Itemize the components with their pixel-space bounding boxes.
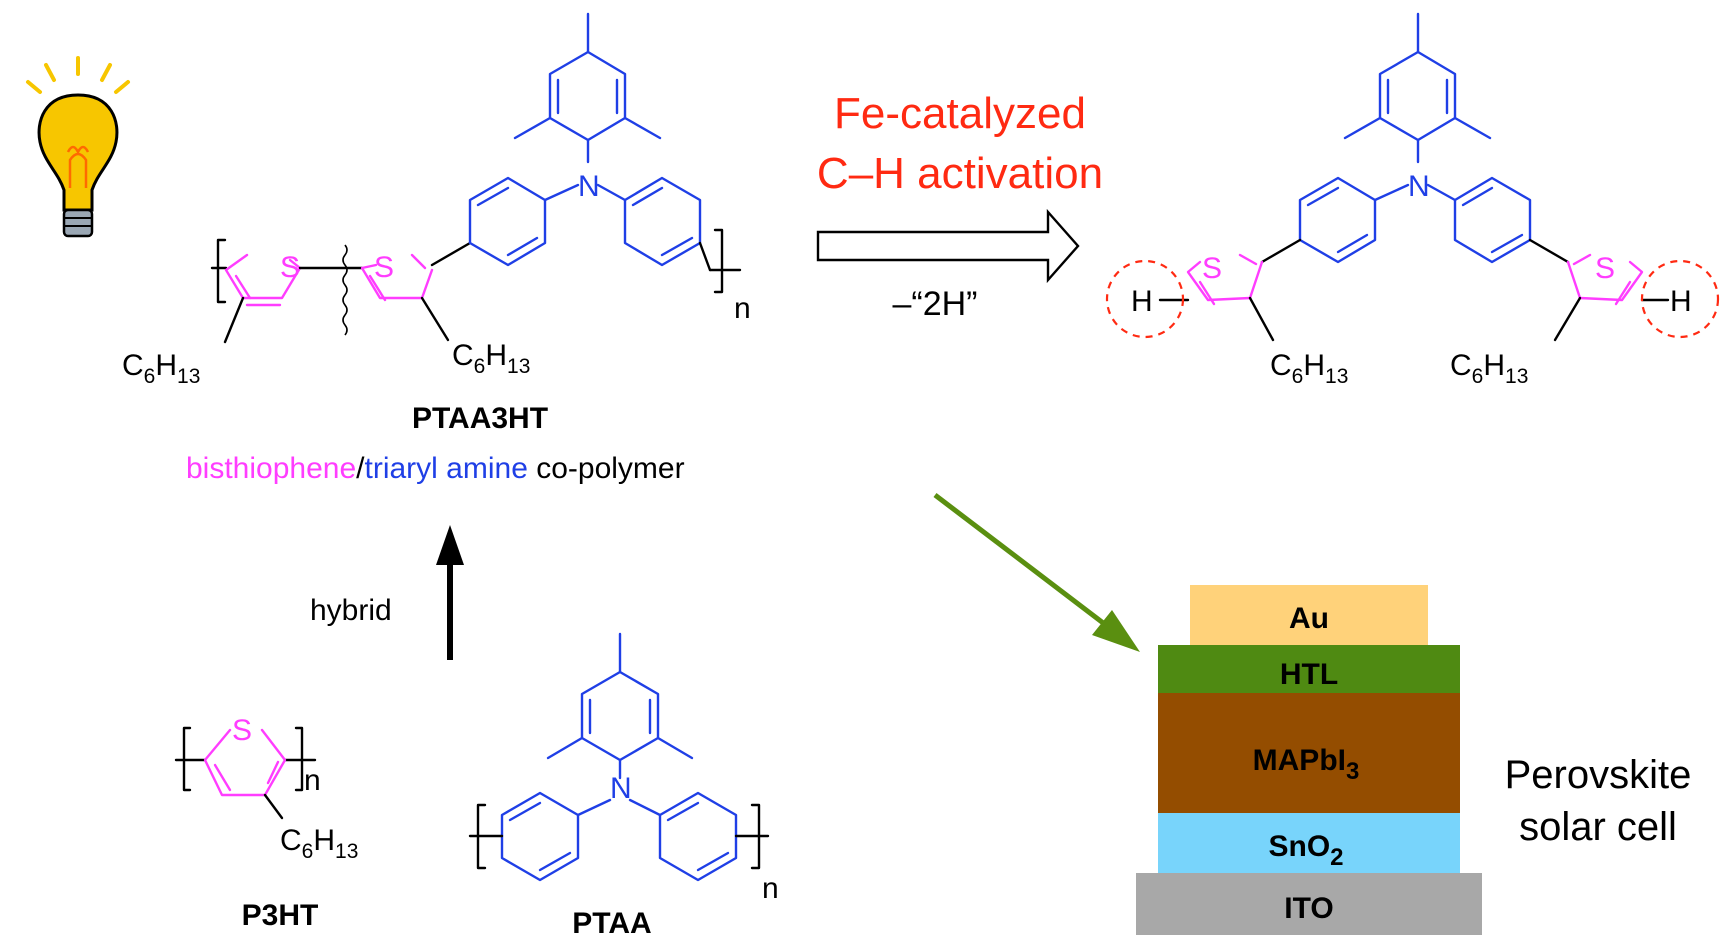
sulfur-atom: S bbox=[280, 251, 300, 284]
ptaa3ht-structure: n S C6H13 S C6H13 bbox=[122, 12, 751, 388]
reaction-condition-line-1: Fe-catalyzed bbox=[834, 89, 1086, 138]
repeat-n-label: n bbox=[304, 764, 321, 797]
svg-text:C6H13: C6H13 bbox=[452, 339, 530, 378]
green-arrow-head bbox=[1092, 610, 1140, 652]
ptaa-triarylamine bbox=[500, 632, 738, 882]
layer-au-label: Au bbox=[1289, 602, 1329, 635]
hexyl-group: C6H13 bbox=[1270, 349, 1348, 388]
hexyl-group: C6H13 bbox=[280, 824, 358, 863]
bulb-rays bbox=[26, 56, 130, 94]
layer-mapbi3-label: MAPbI3 bbox=[1253, 744, 1360, 785]
repeat-bracket-right bbox=[713, 228, 724, 294]
wavy-cut-line bbox=[342, 244, 348, 336]
ptaa-structure: N n bbox=[468, 632, 779, 905]
monomer-thiophene-left bbox=[1186, 253, 1264, 306]
layer-mapbi3 bbox=[1158, 693, 1460, 813]
sulfur-atom: S bbox=[232, 714, 252, 747]
sulfur-atom: S bbox=[374, 251, 394, 284]
ptaa-name: PTAA bbox=[572, 907, 651, 938]
light-bulb-icon bbox=[26, 56, 130, 238]
green-arrow-shaft bbox=[933, 493, 1117, 634]
layer-sno2 bbox=[1158, 813, 1460, 873]
monomer-triarylamine-core bbox=[1298, 12, 1532, 264]
svg-text:C6H13: C6H13 bbox=[122, 349, 200, 388]
layer-au bbox=[1190, 585, 1428, 645]
hexyl-group: C6H13 bbox=[122, 349, 200, 388]
reaction-byproduct: –“2H” bbox=[892, 285, 977, 323]
layer-htl-label: HTL bbox=[1280, 658, 1338, 691]
c-h-highlight-circle bbox=[1640, 259, 1720, 339]
svg-text:C6H13: C6H13 bbox=[1270, 349, 1348, 388]
device-caption-line-2: solar cell bbox=[1519, 805, 1677, 849]
repeat-bracket-left bbox=[216, 238, 227, 304]
ptaa3ht-description: bisthiophene/triaryl amine co-polymer bbox=[186, 452, 685, 485]
svg-text:C6H13: C6H13 bbox=[1450, 349, 1528, 388]
layer-sno2-label: SnO2 bbox=[1268, 830, 1343, 871]
hybrid-label: hybrid bbox=[310, 594, 392, 627]
p3ht-thiophene-ring bbox=[203, 728, 287, 797]
hybrid-arrow-head bbox=[436, 525, 464, 565]
p3ht-structure: n S C6H13 bbox=[174, 714, 358, 863]
layer-ito bbox=[1136, 873, 1482, 935]
device-caption-line-1: Perovskite bbox=[1505, 753, 1692, 797]
nitrogen-atom: N bbox=[1408, 170, 1430, 203]
sulfur-atom: S bbox=[1202, 252, 1222, 285]
repeat-n-label: n bbox=[734, 292, 751, 325]
bulb-coil bbox=[66, 145, 90, 155]
hexyl-group: C6H13 bbox=[1450, 349, 1528, 388]
hydrogen-atom-right: H bbox=[1670, 285, 1692, 318]
layer-htl bbox=[1158, 645, 1460, 693]
monomer-structure: N S H C6H13 S H C6H13 bbox=[1105, 12, 1720, 388]
solar-cell-stack: Au HTL MAPbI3 SnO2 ITO bbox=[1136, 585, 1482, 935]
sulfur-atom: S bbox=[1595, 252, 1615, 285]
p3ht-name: P3HT bbox=[242, 899, 319, 932]
bulb-base bbox=[62, 208, 94, 238]
svg-text:C6H13: C6H13 bbox=[280, 824, 358, 863]
thiophene-ring-2 bbox=[360, 253, 434, 302]
reaction-arrow bbox=[816, 208, 1080, 284]
nitrogen-atom: N bbox=[610, 772, 632, 805]
ptaa3ht-name: PTAA3HT bbox=[412, 402, 548, 435]
repeat-n-label: n bbox=[762, 872, 779, 905]
hexyl-group: C6H13 bbox=[452, 339, 530, 378]
c-h-highlight-circle bbox=[1105, 259, 1185, 339]
reaction-condition-line-2: C–H activation bbox=[817, 149, 1103, 198]
monomer-thiophene-right bbox=[1566, 253, 1644, 306]
hydrogen-atom-left: H bbox=[1131, 285, 1153, 318]
layer-ito-label: ITO bbox=[1284, 892, 1333, 925]
triarylamine-core bbox=[468, 12, 712, 272]
nitrogen-atom: N bbox=[578, 170, 600, 203]
